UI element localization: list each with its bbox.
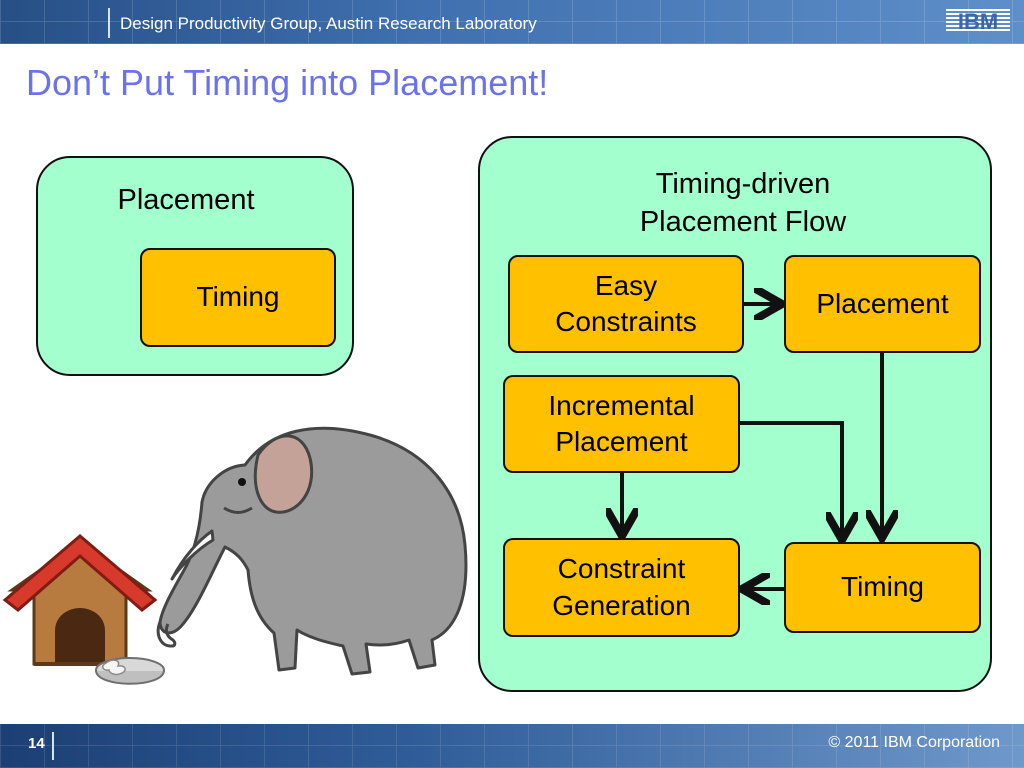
easy-constraints-box: Easy Constraints [508, 255, 744, 353]
slide-header [0, 0, 1024, 44]
left-timing-box: Timing [140, 248, 336, 347]
header-group-name: Design Productivity Group, Austin Resear… [120, 14, 537, 33]
header-grid-pattern [0, 0, 1024, 44]
footer-grid-pattern [0, 724, 1024, 768]
dog-bowl-icon [95, 657, 165, 685]
ibm-logo-icon: IBM [946, 9, 1010, 34]
page-title: Don’t Put Timing into Placement! [26, 62, 549, 103]
copyright-notice: © 2011 IBM Corporation [828, 734, 1000, 751]
page-number: 14 [28, 735, 45, 752]
header-divider [108, 8, 110, 38]
footer-divider [52, 732, 54, 760]
slide-footer [0, 724, 1024, 768]
arrow-incremental-to-timing [740, 421, 842, 536]
flow-placement-box: Placement [784, 255, 981, 353]
left-panel-label: Placement [117, 184, 255, 216]
constraint-generation-box: Constraint Generation [503, 538, 740, 637]
flow-panel-label: Timing-driven Placement Flow [639, 168, 847, 238]
incremental-placement-box: Incremental Placement [503, 375, 740, 473]
ibm-logo-text: IBM [958, 9, 998, 34]
elephant-icon [156, 426, 468, 676]
flow-timing-box: Timing [784, 542, 981, 633]
doghouse-icon [2, 534, 158, 666]
